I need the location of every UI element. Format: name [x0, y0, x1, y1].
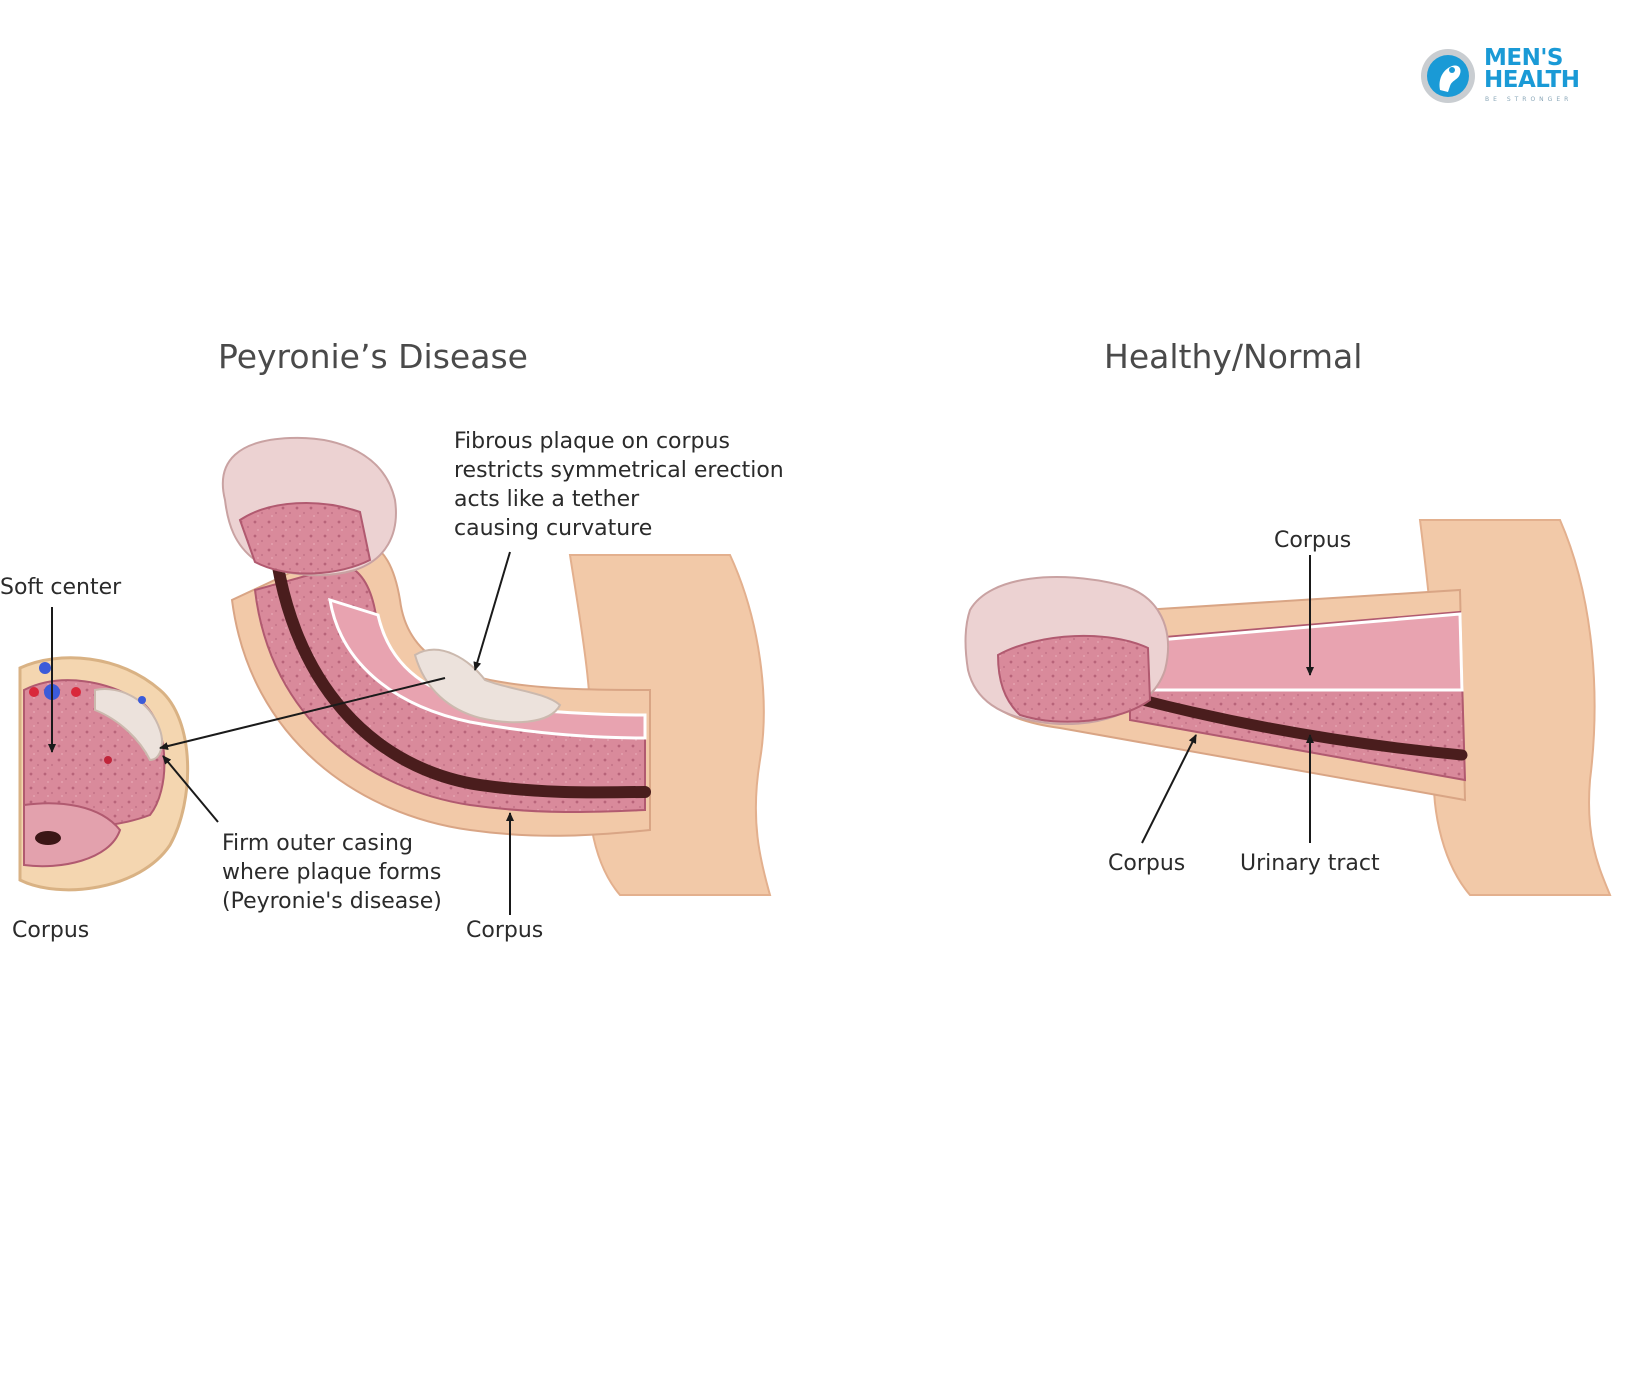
label-firm-casing-line3: (Peyronie's disease) [222, 889, 442, 914]
label-corpus-bottom: Corpus [1108, 851, 1186, 876]
label-fibrous-plaque: Fibrous plaque on corpus restricts symme… [454, 427, 784, 543]
label-soft-center: Soft center [0, 575, 122, 600]
label-corpus-cross-section: Corpus [12, 918, 90, 943]
label-firm-casing-line2: where plaque forms [222, 860, 442, 885]
arrow-firm-casing [162, 755, 219, 823]
logo-text-line2: HEALTH [1484, 67, 1580, 93]
label-firm-casing-line1: Firm outer casing [222, 831, 413, 856]
arrow-plaque-to-section [159, 677, 446, 750]
left-urethra [266, 514, 651, 799]
arrow-corpus-bottom [1141, 734, 1197, 844]
label-fibrous-plaque-line4: causing curvature [454, 516, 653, 541]
peyronies-title: Peyronie’s Disease [218, 337, 528, 376]
mens-health-logo: MEN'S HEALTH BE STRONGER [1418, 46, 1593, 108]
label-corpus-top: Corpus [1274, 528, 1352, 553]
label-urinary-tract: Urinary tract [1240, 851, 1380, 876]
right-glans-cut [996, 634, 1152, 723]
logo-tagline: BE STRONGER [1485, 96, 1573, 103]
arrow-fibrous-plaque [473, 551, 511, 671]
logo-text-line1: MEN'S [1484, 45, 1563, 71]
left-plaque [413, 648, 562, 724]
label-corpus-shaft: Corpus [466, 918, 544, 943]
label-fibrous-plaque-line1: Fibrous plaque on corpus [454, 429, 730, 454]
label-firm-casing: Firm outer casing where plaque forms (Pe… [222, 829, 442, 916]
logo-emblem-icon [1421, 49, 1475, 103]
label-fibrous-plaque-line3: acts like a tether [454, 487, 640, 512]
left-cross-section [18, 656, 190, 892]
label-fibrous-plaque-line2: restricts symmetrical erection [454, 458, 784, 483]
left-glans-cut [238, 501, 372, 575]
healthy-title: Healthy/Normal [1104, 337, 1363, 376]
